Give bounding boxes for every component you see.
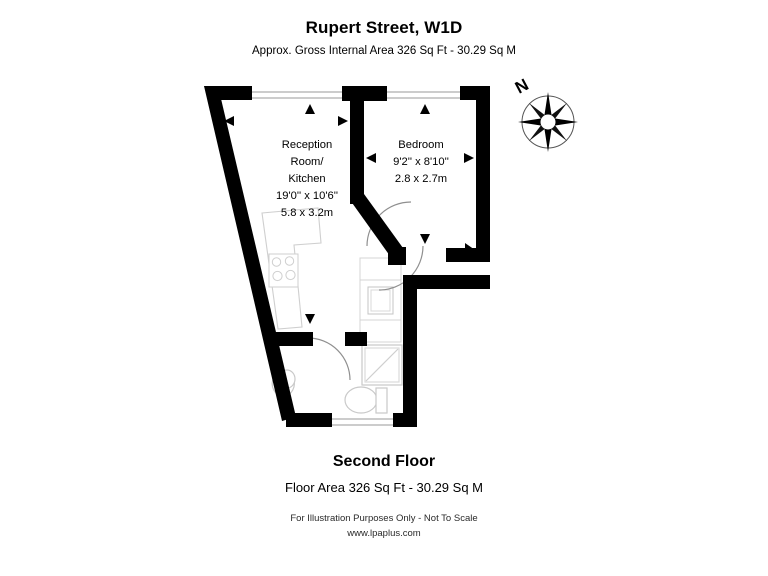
dim-arrow-bedroom-bottom	[420, 234, 430, 244]
window-bathroom-bottom	[330, 418, 395, 426]
wall-hall-pier-left	[388, 247, 406, 265]
wall-bedroom-right	[476, 86, 490, 262]
page-title: Rupert Street, W1D	[305, 18, 463, 37]
wall-top-left-stub	[204, 86, 252, 100]
wall-bathroom-top-right	[345, 332, 367, 346]
wall-top-middle-pier	[342, 86, 387, 101]
dim-arrow-reception-left	[224, 116, 234, 126]
dim-arrow-bedroom-left	[366, 153, 376, 163]
floor-area-text: Floor Area 326 Sq Ft - 30.29 Sq M	[285, 480, 483, 495]
floorplan-svg: Reception Room/ Kitchen 19'0'' x 10'6'' …	[204, 86, 490, 427]
reception-label-line-1: Reception	[282, 139, 332, 151]
shower-icon	[361, 344, 403, 386]
door-bathroom	[307, 337, 351, 381]
reception-label-dim-metric: 5.8 x 3.2m	[281, 207, 333, 219]
wall-bathroom-door-jamb	[300, 332, 312, 346]
bedroom-label-dim-imperial: 9'2'' x 8'10''	[393, 156, 449, 168]
wall-group	[204, 86, 490, 427]
dim-arrow-reception-bottom	[305, 314, 315, 324]
reception-label-line-3: Kitchen	[288, 173, 325, 185]
dim-arrow-reception-right	[338, 116, 348, 126]
reception-label-line-2: Room/	[291, 156, 325, 168]
page-subtitle: Approx. Gross Internal Area 326 Sq Ft - …	[252, 45, 516, 57]
compass-rose-icon: N	[512, 75, 578, 152]
cupboard-icon	[359, 257, 402, 343]
toilet-icon	[344, 386, 388, 414]
wall-bathroom-bottom-right	[393, 413, 417, 427]
wall-central-angled	[350, 194, 403, 256]
bedroom-label-name: Bedroom	[398, 139, 443, 151]
dim-arrow-reception-top	[305, 104, 315, 114]
bedroom-label-dim-metric: 2.8 x 2.7m	[395, 173, 447, 185]
entrance-arrow-icon	[448, 243, 478, 261]
compass-north-label: N	[512, 75, 532, 98]
kitchen-hob-icon	[268, 253, 299, 288]
wall-central-vertical	[350, 86, 364, 204]
window-group	[250, 91, 462, 426]
wall-hall-top-right	[406, 275, 490, 289]
room-label-bedroom: Bedroom 9'2'' x 8'10'' 2.8 x 2.7m	[393, 139, 449, 185]
dimension-marker-group	[224, 104, 474, 324]
floorplan-drawing: Reception Room/ Kitchen 19'0'' x 10'6'' …	[190, 80, 510, 440]
door-bedroom	[366, 201, 412, 247]
floor-label: Second Floor	[332, 453, 436, 470]
compass-rose: N	[500, 74, 584, 158]
wall-bathroom-right	[403, 275, 417, 427]
reception-label-dim-imperial: 19'0'' x 10'6''	[276, 190, 338, 202]
room-label-reception-kitchen: Reception Room/ Kitchen 19'0'' x 10'6'' …	[276, 139, 338, 219]
website-text: www.lpaplus.com	[347, 528, 421, 539]
dim-arrow-bedroom-top	[420, 104, 430, 114]
window-reception-top	[250, 91, 342, 99]
dim-arrow-bedroom-right	[464, 153, 474, 163]
disclaimer-text: For Illustration Purposes Only - Not To …	[290, 513, 478, 524]
window-bedroom-top	[385, 91, 462, 99]
wall-bathroom-bottom-left	[286, 413, 332, 427]
